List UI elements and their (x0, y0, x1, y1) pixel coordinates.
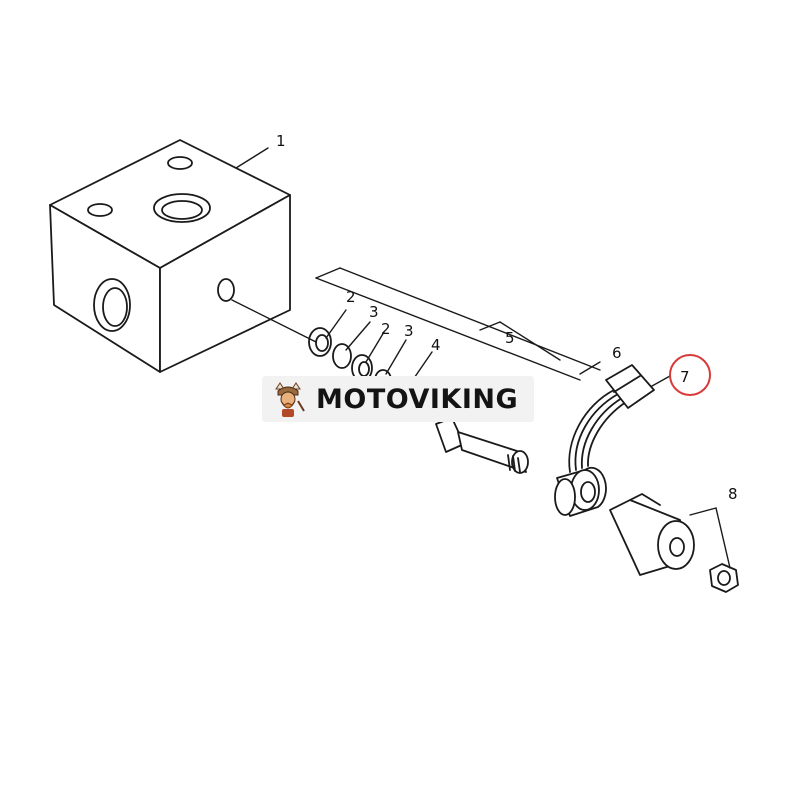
callout-8: 8 (728, 485, 738, 503)
seal-ring-2a (308, 327, 332, 357)
watermark-text: MOTOVIKING (316, 383, 519, 415)
callout-7: 7 (680, 368, 690, 386)
callout-5: 5 (505, 329, 515, 347)
hex-nut-part-8 (709, 563, 739, 593)
callout-2a: 2 (346, 288, 356, 306)
callout-4: 4 (431, 336, 441, 354)
o-ring-3a (332, 343, 352, 369)
motoviking-watermark: MOTOVIKING (262, 376, 534, 422)
connector-ring-part-6 (554, 466, 607, 517)
callout-3a: 3 (369, 303, 379, 321)
coil-part-8 (609, 493, 695, 576)
callout-3b: 3 (404, 322, 414, 340)
valve-block-part-1 (49, 139, 291, 373)
callout-1: 1 (276, 132, 286, 150)
callout-2b: 2 (381, 320, 391, 338)
callout-7-highlight-circle (669, 354, 711, 396)
callout-6: 6 (612, 344, 622, 362)
callout-labels: 1 2 3 2 3 4 5 6 7 8 (276, 132, 738, 503)
leader-lines (231, 147, 731, 569)
wire-harness-part-7 (568, 364, 655, 473)
viking-mascot-icon (275, 382, 305, 417)
solenoid-stem-part-5 (435, 417, 529, 474)
